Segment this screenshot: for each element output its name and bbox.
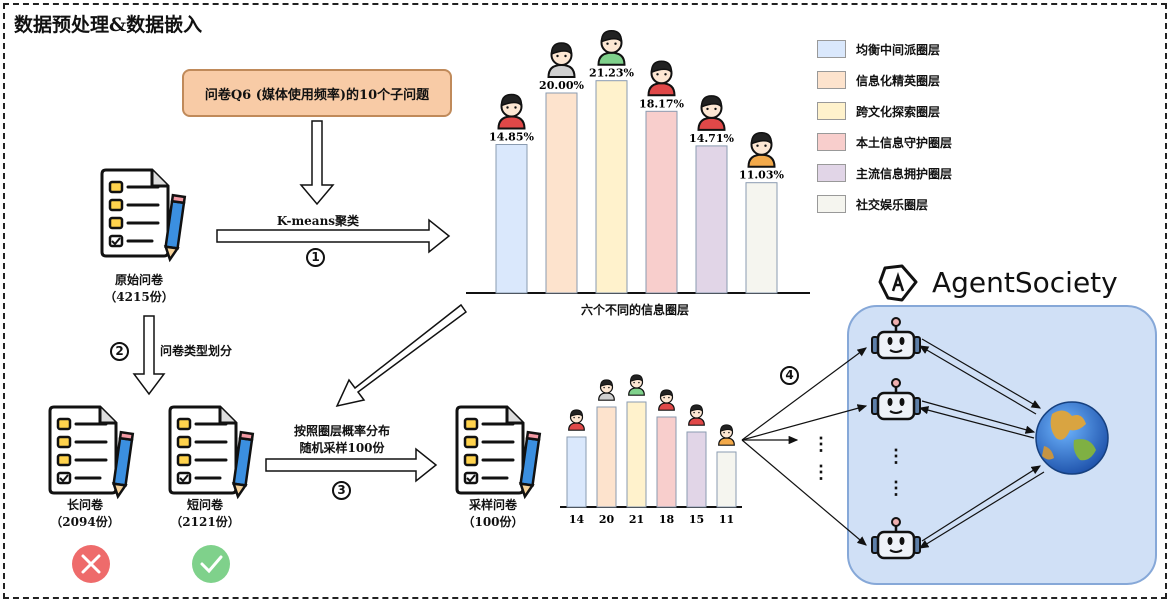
step-2-badge: 2 bbox=[110, 342, 129, 361]
legend-label: 主流信息拥护圈层 bbox=[856, 166, 953, 181]
agentsociety-title: AgentSociety bbox=[932, 266, 1118, 299]
svg-text:⋮: ⋮ bbox=[812, 462, 830, 483]
q6-question-box: 问卷Q6 (媒体使用频率)的10个子问题 bbox=[182, 69, 452, 117]
bar-value-label: 14.85% bbox=[489, 131, 534, 144]
legend-label: 均衡中间派圈层 bbox=[856, 42, 941, 57]
bar-value-label: 14.71% bbox=[689, 132, 734, 145]
bar bbox=[695, 145, 728, 294]
bar-value-label: 20.00% bbox=[539, 79, 584, 92]
legend-item: 社交娱乐圈层 bbox=[817, 193, 928, 215]
bar-value-label: 18.17% bbox=[639, 97, 684, 110]
legend-label: 社交娱乐圈层 bbox=[856, 197, 929, 212]
sampled-survey-label: 采样问卷（100份） bbox=[462, 498, 524, 529]
bar bbox=[596, 406, 617, 508]
down-arrow bbox=[299, 120, 335, 206]
kmeans-label: K-means聚类 bbox=[276, 214, 360, 228]
legend-swatch bbox=[817, 40, 846, 58]
legend-label: 本土信息守护圈层 bbox=[856, 135, 953, 150]
bar bbox=[656, 416, 677, 508]
red-cross-icon bbox=[72, 545, 110, 583]
bar-value-label: 11 bbox=[719, 513, 734, 526]
bar bbox=[626, 401, 647, 508]
step-4-badge: 4 bbox=[780, 366, 799, 385]
svg-text:⋮: ⋮ bbox=[812, 434, 830, 455]
legend-item: 跨文化探索圈层 bbox=[817, 100, 940, 122]
right-arrow-sample bbox=[265, 447, 438, 483]
bar-value-label: 20 bbox=[599, 513, 615, 526]
diagonal-arrow bbox=[335, 303, 468, 408]
bar-value-label: 14 bbox=[569, 513, 585, 526]
bar-value-label: 21.23% bbox=[589, 67, 634, 80]
legend-item: 本土信息守护圈层 bbox=[817, 131, 952, 153]
short-survey-label: 短问卷（2121份） bbox=[170, 498, 240, 529]
dashed-frame bbox=[3, 3, 1167, 599]
svg-text:⋮: ⋮ bbox=[887, 478, 905, 499]
bar bbox=[686, 431, 707, 508]
chart-xlabel: 六个不同的信息圈层 bbox=[580, 303, 689, 317]
svg-text:⋮: ⋮ bbox=[887, 446, 905, 467]
legend-label: 信息化精英圈层 bbox=[856, 73, 941, 88]
green-check-icon bbox=[192, 545, 230, 583]
bar bbox=[495, 144, 528, 294]
bar-value-label: 21 bbox=[629, 513, 644, 526]
robot-agent-icon bbox=[870, 377, 922, 421]
sample-label: 按照圈层概率分布随机采样100份 bbox=[293, 424, 390, 455]
legend-swatch bbox=[817, 133, 846, 151]
bar bbox=[745, 182, 778, 294]
legend-swatch bbox=[817, 71, 846, 89]
legend-item: 主流信息拥护圈层 bbox=[817, 162, 952, 184]
bar bbox=[566, 436, 587, 508]
long-survey-label: 长问卷（2094份） bbox=[50, 498, 120, 529]
legend-item: 均衡中间派圈层 bbox=[817, 38, 940, 60]
robot-agent-icon bbox=[870, 516, 922, 560]
split-label: 问卷类型划分 bbox=[160, 344, 233, 358]
raw-survey-label: 原始问卷（4215份） bbox=[104, 273, 174, 304]
agentsociety-logo-icon bbox=[878, 264, 918, 302]
step-3-badge: 3 bbox=[332, 481, 351, 500]
legend-item: 信息化精英圈层 bbox=[817, 69, 940, 91]
down-arrow-split bbox=[132, 315, 166, 396]
bar bbox=[645, 110, 678, 294]
bar bbox=[595, 80, 628, 294]
bar-value-label: 11.03% bbox=[739, 169, 784, 182]
right-arrow-kmeans bbox=[216, 218, 451, 254]
legend-swatch bbox=[817, 195, 846, 213]
bar bbox=[716, 451, 737, 508]
legend-label: 跨文化探索圈层 bbox=[856, 104, 941, 119]
robot-agent-icon bbox=[870, 316, 922, 360]
bar bbox=[545, 92, 578, 294]
legend-swatch bbox=[817, 102, 846, 120]
bar-value-label: 18 bbox=[659, 513, 675, 526]
step-1-badge: 1 bbox=[306, 248, 325, 267]
bar-value-label: 15 bbox=[689, 513, 704, 526]
earth-globe-icon bbox=[1035, 401, 1109, 475]
legend-swatch bbox=[817, 164, 846, 182]
page-title: 数据预处理&数据嵌入 bbox=[14, 14, 203, 36]
